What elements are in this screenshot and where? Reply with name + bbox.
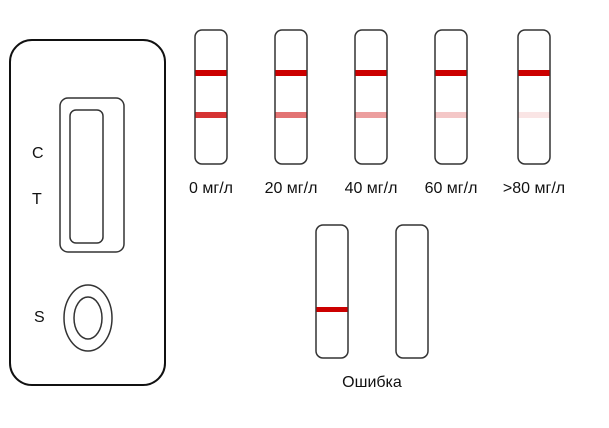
test-strip: 40 мг/л	[345, 29, 398, 197]
result-window-inner	[69, 109, 104, 244]
test-strip: 20 мг/л	[265, 29, 318, 197]
test-cassette: C T S	[9, 39, 166, 386]
strip-outline	[194, 29, 228, 165]
strip-label: >80 мг/л	[503, 180, 565, 197]
result-window	[59, 97, 125, 253]
test-line	[355, 112, 387, 118]
strip-outline	[395, 224, 429, 359]
test-line	[316, 307, 348, 312]
strip-label: 20 мг/л	[265, 180, 318, 197]
strip-label: 60 мг/л	[425, 180, 478, 197]
label-c: C	[32, 145, 44, 162]
test-line	[435, 112, 467, 118]
strip-outline	[315, 224, 349, 359]
strip-label: 40 мг/л	[345, 180, 398, 197]
error-label: Ошибка	[342, 374, 402, 391]
sample-well-inner	[73, 296, 103, 340]
test-line	[518, 112, 550, 118]
test-strip: 60 мг/л	[425, 29, 478, 197]
label-t: T	[32, 191, 42, 208]
control-line	[435, 70, 467, 76]
strip-label: 0 мг/л	[189, 180, 233, 197]
strip-outline	[354, 29, 388, 165]
strip-outline	[274, 29, 308, 165]
error-strip	[315, 224, 349, 359]
control-line	[275, 70, 307, 76]
test-line	[275, 112, 307, 118]
strip-outline	[434, 29, 468, 165]
sample-well	[63, 284, 113, 352]
test-strip: 0 мг/л	[189, 29, 233, 197]
control-line	[195, 70, 227, 76]
test-line	[195, 112, 227, 118]
test-strip: >80 мг/л	[503, 29, 565, 197]
error-strip	[395, 224, 429, 359]
label-s: S	[34, 309, 45, 326]
control-line	[355, 70, 387, 76]
strip-outline	[517, 29, 551, 165]
control-line	[518, 70, 550, 76]
